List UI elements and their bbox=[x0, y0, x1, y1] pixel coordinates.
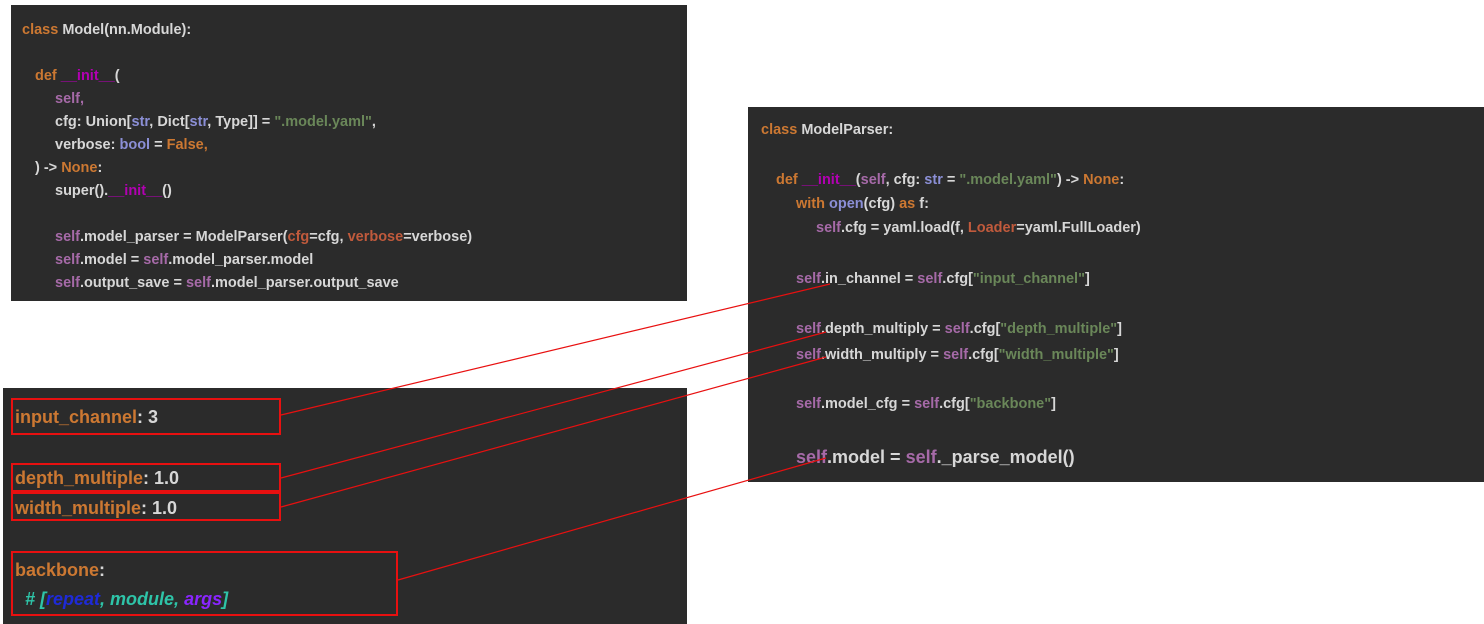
parser-width-multiply-line: self.width_multiply = self.cfg["width_mu… bbox=[796, 347, 1119, 363]
depth-multiple-highlight-box bbox=[11, 463, 281, 492]
yaml-width-multiple-line: width_multiple: 1.0 bbox=[15, 498, 178, 518]
yaml-backbone-line: backbone: bbox=[15, 560, 106, 580]
model-cfg-arg-line: cfg: Union[str, Dict[str, Type]] = ".mod… bbox=[55, 114, 376, 130]
backbone-highlight-box bbox=[11, 551, 398, 616]
model-parser-assign-line: self.model_parser = ModelParser(cfg=cfg,… bbox=[55, 229, 473, 245]
model-class-line: class Model(nn.Module): bbox=[22, 22, 192, 38]
model-class-code-panel: class Model(nn.Module): def __init__( se… bbox=[11, 5, 687, 301]
parser-parse-model-line: self.model = self._parse_model() bbox=[796, 447, 1075, 467]
parser-depth-multiply-line: self.depth_multiply = self.cfg["depth_mu… bbox=[796, 321, 1122, 337]
model-self-arg-line: self, bbox=[55, 91, 85, 107]
input-channel-highlight-box bbox=[11, 398, 281, 435]
parser-with-line: with open(cfg) as f: bbox=[796, 196, 929, 212]
model-parser-code-panel: class ModelParser: def __init__(self, cf… bbox=[748, 107, 1484, 482]
model-def-line: def __init__( bbox=[35, 68, 120, 84]
model-return-line: ) -> None: bbox=[35, 160, 103, 176]
parser-model-cfg-line: self.model_cfg = self.cfg["backbone"] bbox=[796, 396, 1056, 412]
model-super-line: super().__init__() bbox=[55, 183, 172, 199]
parser-in-channel-line: self.in_channel = self.cfg["input_channe… bbox=[796, 271, 1090, 287]
yaml-input-channel-line: input_channel: 3 bbox=[15, 407, 159, 427]
parser-yaml-load-line: self.cfg = yaml.load(f, Loader=yaml.Full… bbox=[816, 220, 1141, 236]
width-multiple-highlight-box bbox=[11, 492, 281, 521]
yaml-depth-multiple-line: depth_multiple: 1.0 bbox=[15, 468, 180, 488]
yaml-backbone-comment: # [repeat, module, args] bbox=[25, 589, 229, 609]
parser-class-line: class ModelParser: bbox=[761, 122, 894, 138]
model-model-assign-line: self.model = self.model_parser.model bbox=[55, 252, 314, 268]
model-verbose-arg-line: verbose: bool = False, bbox=[55, 137, 208, 153]
parser-def-line: def __init__(self, cfg: str = ".model.ya… bbox=[776, 172, 1125, 188]
model-output-save-line: self.output_save = self.model_parser.out… bbox=[55, 275, 399, 291]
